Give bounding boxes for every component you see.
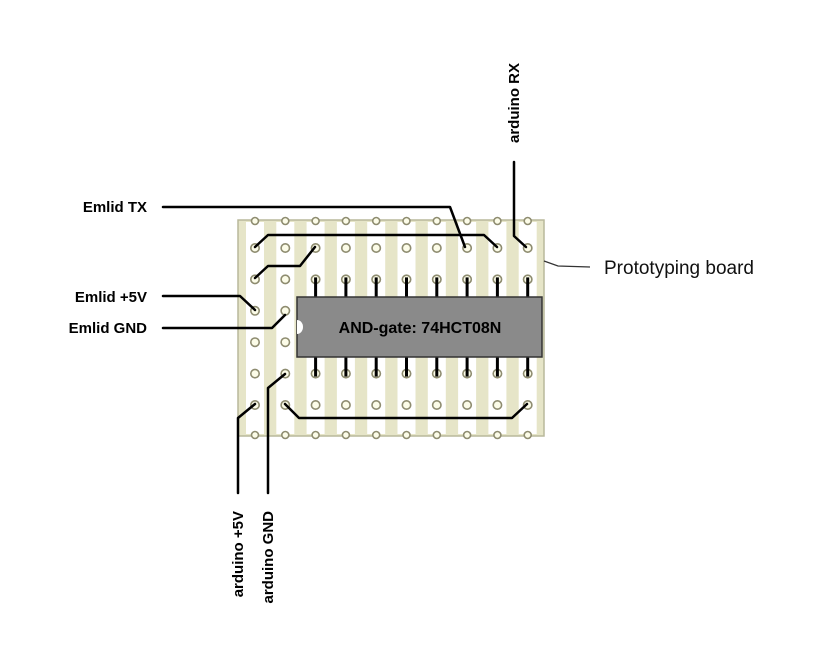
board-hole [250,337,261,348]
board-edge-hole [462,216,472,226]
chip-body [296,296,543,358]
board-edge-hole [311,216,320,226]
chip-pins [314,277,530,377]
board-edge-hole [493,430,502,440]
board-edge-hole [493,216,502,226]
board-edge-hole [311,430,320,440]
board-hole [310,399,321,410]
board-hole [371,399,382,410]
chip-notch-icon [297,320,303,334]
wire-5v-jumper [253,245,317,280]
board-hole [280,274,291,285]
board-hole [280,305,291,316]
wire-gnd-link [283,402,529,420]
board-edge-hole [341,216,351,226]
wires [161,160,529,495]
board-edge-hole [371,430,381,440]
label-emlid-5v: Emlid +5V [75,289,147,306]
wire-emlid-gnd [161,313,287,330]
board-leader-line [543,260,591,268]
board-hole [431,243,442,254]
board-edge-hole [371,216,381,226]
label-emlid-tx: Emlid TX [83,199,147,216]
board-edge-hole [280,216,290,226]
copper-strip [276,222,295,434]
board-edge-hole [402,216,411,226]
label-arduino-gnd: arduino GND [260,511,277,604]
wire-arduino-rx [512,160,528,249]
label-arduino-5v: arduino +5V [230,511,247,597]
chip-label: AND-gate: 74HCT08N [339,320,502,337]
wire-emlid-5v [161,294,257,312]
label-emlid-gnd: Emlid GND [69,320,148,337]
board-hole [340,243,351,254]
board-edge-hole [402,430,411,440]
board-edge-hole [523,430,533,440]
board-hole [431,399,442,410]
wire-emlid-tx [161,205,467,249]
wire-gnd-jumper [266,372,287,495]
board-hole [340,399,351,410]
board-edge-hole [462,430,472,440]
board-hole [250,368,261,379]
board-hole [462,399,473,410]
board-edge-hole [432,216,442,226]
wire-vcc-link [253,233,499,249]
board-edge-hole [523,216,533,226]
board-edge-hole [280,430,290,440]
and-gate-chip: AND-gate: 74HCT08N [296,277,543,377]
board-hole [371,243,382,254]
label-prototyping-board: Prototyping board [604,258,754,279]
board-edge-hole [250,216,260,226]
board-hole [280,243,291,254]
board-edge-hole [432,430,442,440]
label-arduino-rx: arduino RX [506,63,523,143]
board-hole [401,243,412,254]
wire-arduino-5v [236,402,257,495]
board-hole [401,399,412,410]
board-edge-hole [341,430,351,440]
board-hole [280,337,291,348]
board-edge-hole [250,430,260,440]
board-hole [492,399,503,410]
